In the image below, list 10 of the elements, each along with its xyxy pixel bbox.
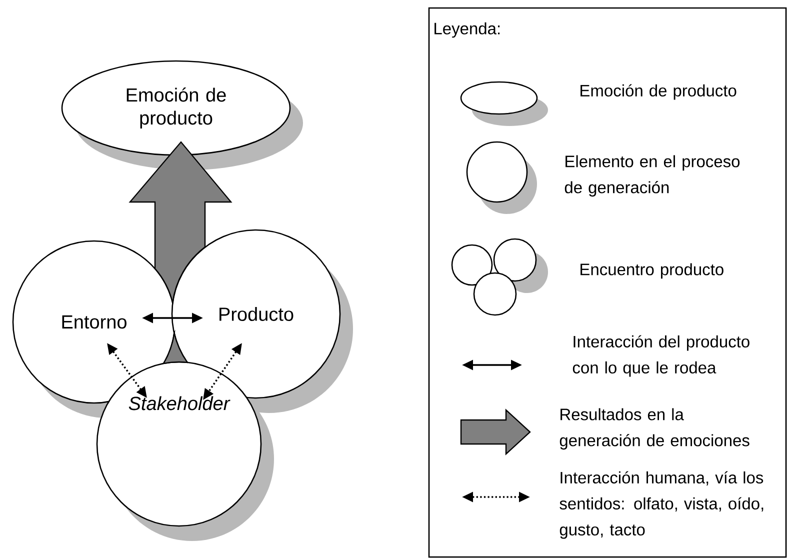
block-arrow bbox=[129, 141, 232, 364]
legend-text: Resultados en la generación de emociones bbox=[560, 408, 750, 450]
legend-text: Encuentro producto bbox=[580, 263, 724, 279]
legend-text: Elemento en el proceso de generación bbox=[564, 155, 740, 197]
legend-text: Emoción de producto bbox=[580, 84, 736, 100]
ellipse-node: Emoción de producto bbox=[61, 60, 291, 156]
legend-text: Interacción del producto con lo que le rodea bbox=[572, 335, 750, 377]
legend-text: Interacción humana, vía los sentidos: olfato, vista, oído, gusto, tacto bbox=[560, 471, 764, 539]
legend-title: Leyenda: bbox=[434, 22, 500, 38]
circle-node: Stakeholder bbox=[96, 361, 262, 527]
